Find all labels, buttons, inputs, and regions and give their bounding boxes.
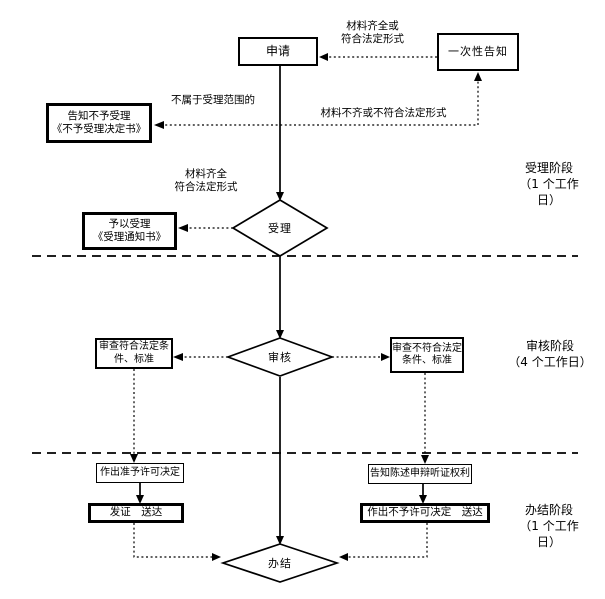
review-pass-line1: 审查符合法定条 [99, 341, 169, 352]
issue-deliver-box: 发证 送达 [88, 503, 184, 523]
decision-diamonds [220, 199, 340, 583]
grant-decision-box: 作出准予许可决定 [96, 463, 184, 483]
edge-label-not-in-scope: 不属于受理范围的 [171, 94, 255, 106]
accept-notice-line2: 《受理通知书》 [92, 231, 167, 243]
apply-box: 申请 [238, 37, 318, 66]
review-diamond: 审核 [268, 351, 292, 364]
solid-connectors [139, 66, 424, 538]
notify-rights-box: 告知陈述申辩听证权利 [368, 464, 472, 484]
reject-notice-box: 告知不予受理 《不予受理决定书》 [46, 103, 152, 143]
reject-notice-line2: 《不予受理决定书》 [51, 123, 147, 135]
review-pass-line2: 件、标准 [114, 353, 154, 365]
review-pass-box: 审查符合法定条 件、标准 [95, 338, 173, 369]
reject-notice-line1: 告知不予受理 [67, 109, 131, 122]
dotted-connectors [133, 56, 479, 558]
edge-label-materials-complete-top: 材料齐全或 符合法定形式 [341, 20, 404, 45]
review-fail-box: 审查不符合法定 条件、标准 [390, 337, 464, 373]
review-diamond-shape [225, 337, 335, 377]
notify-rights-label: 告知陈述申辩听证权利 [370, 467, 470, 479]
grant-decision-label: 作出准予许可决定 [100, 466, 180, 478]
stage-label-review-phase: 审核阶段 （4 个工作日） [508, 339, 592, 370]
accept-diamond-shape [231, 199, 329, 257]
dotted-arrowheads [130, 53, 482, 561]
edge-label-materials-complete-mid: 材料齐全 符合法定形式 [174, 168, 238, 193]
stage-label-accept-phase: 受理阶段 （1 个工作 日） [519, 161, 579, 208]
deny-decision-label: 作出不予许可决定 送达 [367, 506, 483, 519]
phase-separators [32, 255, 578, 454]
one-time-notice-box: 一次性告知 [437, 33, 519, 71]
one-time-notice-label: 一次性告知 [448, 45, 508, 59]
accept-diamond: 受理 [268, 222, 292, 235]
accept-notice-line1: 予以受理 [108, 217, 151, 230]
close-diamond: 办结 [268, 557, 292, 570]
review-fail-line2: 条件、标准 [402, 355, 452, 366]
review-fail-line1: 审查不符合法定 [392, 342, 462, 354]
issue-deliver-label: 发证 送达 [109, 506, 163, 519]
close-diamond-shape [220, 543, 340, 583]
apply-label: 申请 [265, 44, 290, 58]
accept-notice-box: 予以受理 《受理通知书》 [82, 212, 177, 250]
deny-decision-box: 作出不予许可决定 送达 [360, 503, 490, 523]
stage-label-close-phase: 办结阶段 （1 个工作 日） [519, 503, 579, 550]
solid-arrowheads [136, 192, 427, 545]
edge-label-materials-incomplete: 材料不齐或不符合法定形式 [320, 107, 447, 119]
